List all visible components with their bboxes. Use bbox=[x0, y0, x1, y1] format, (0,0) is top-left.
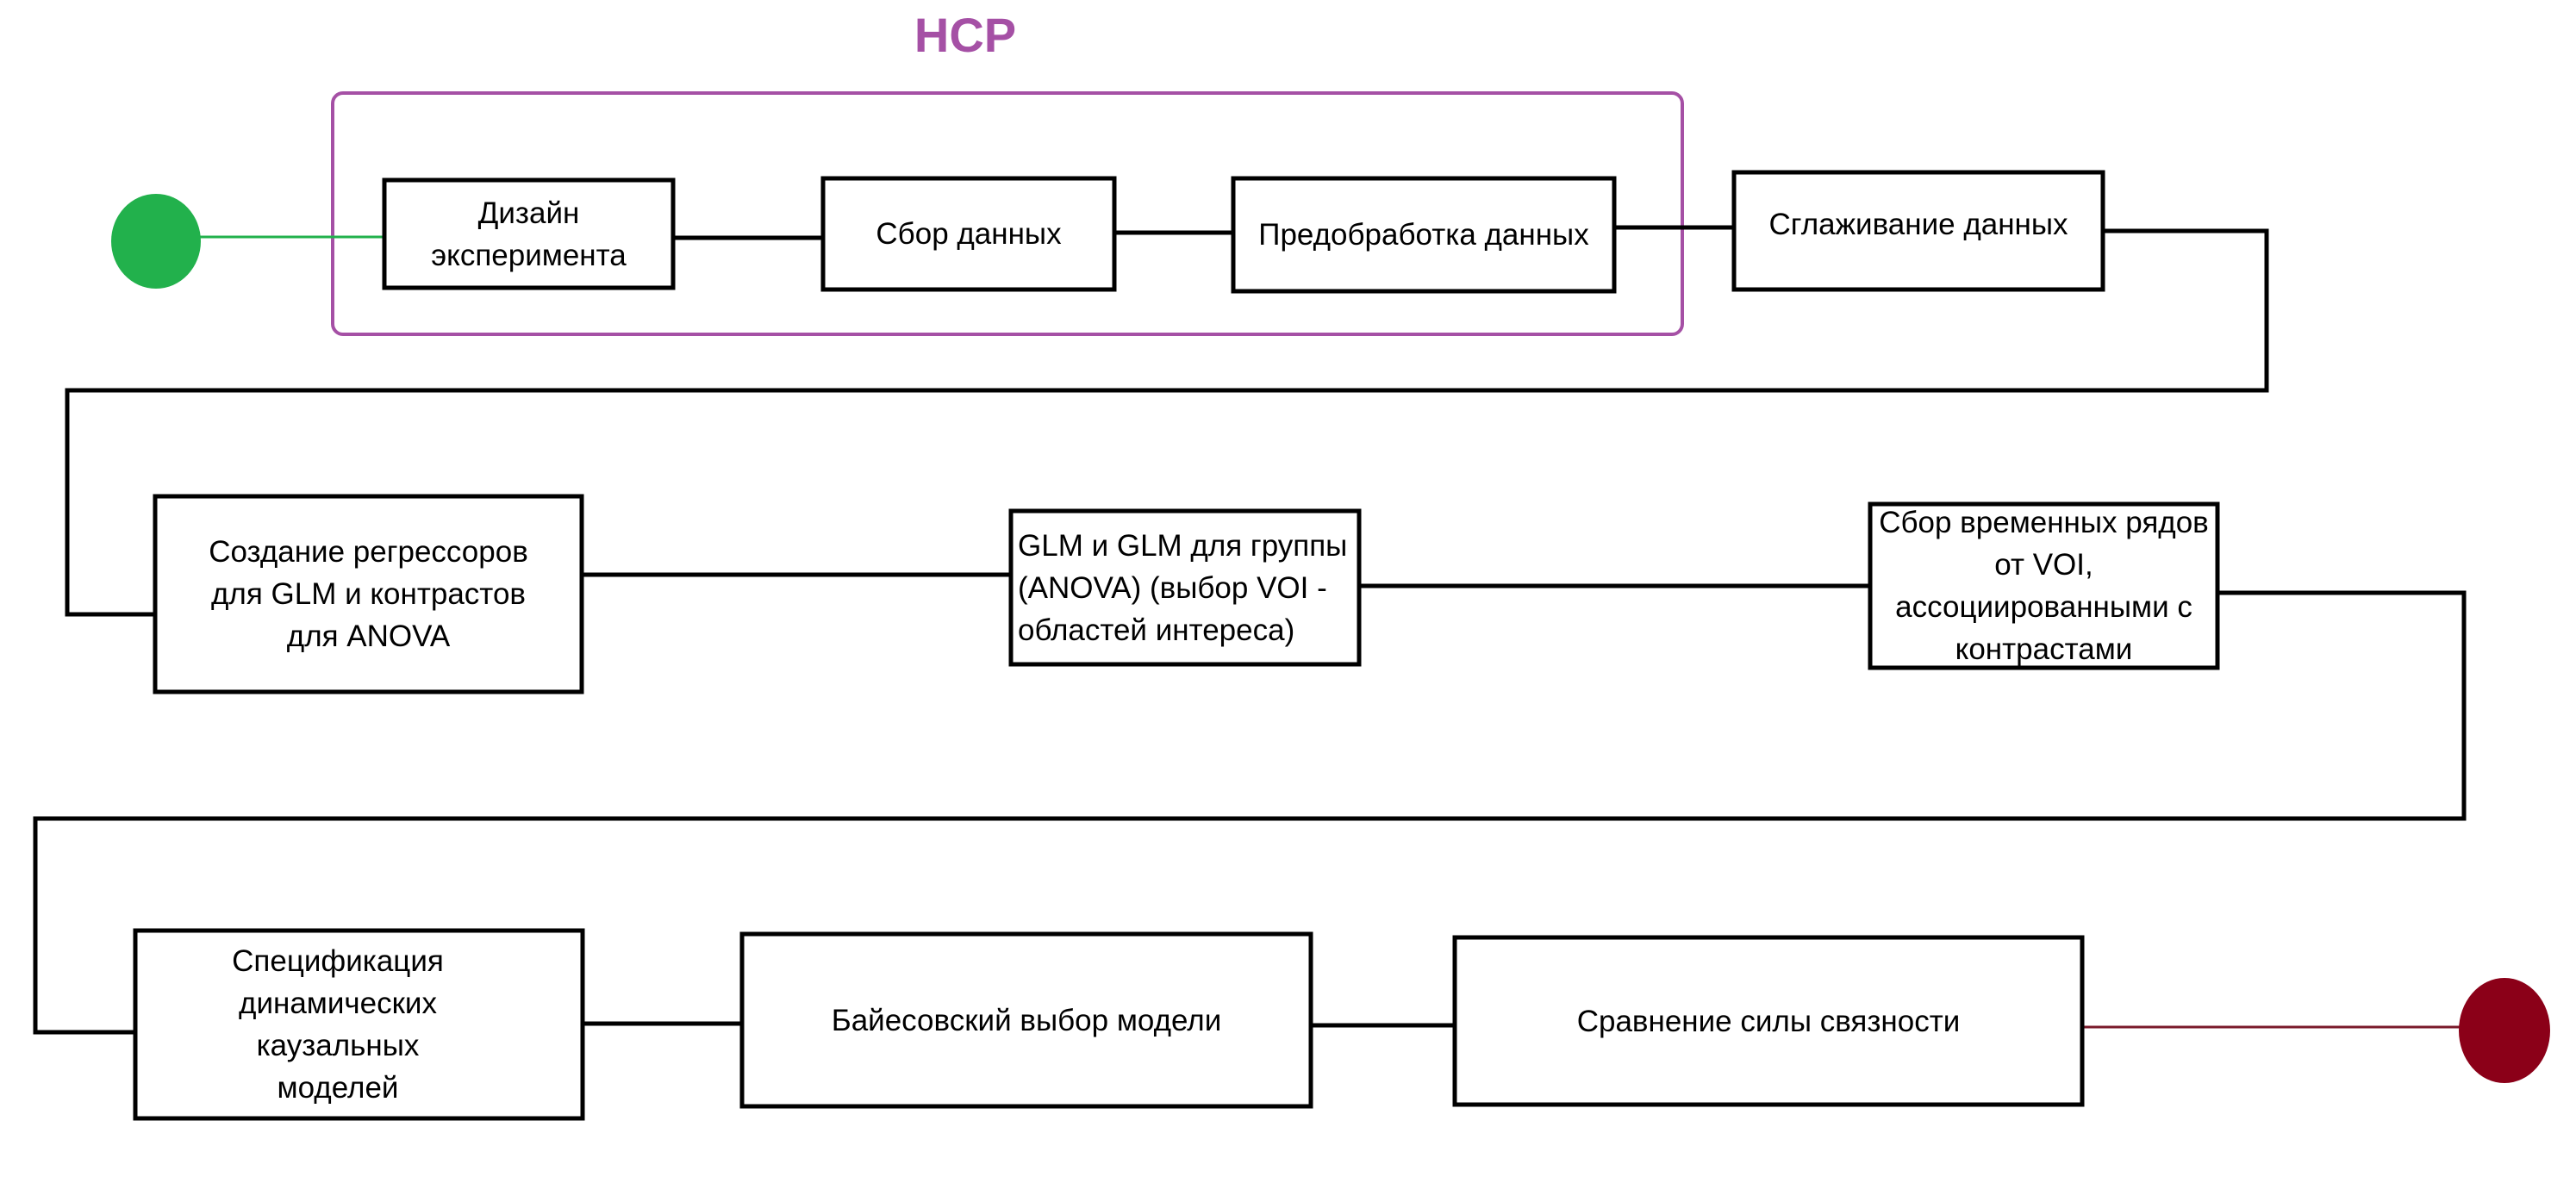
step-box-timeseries bbox=[1868, 501, 2220, 670]
step-label-glm: GLM и GLM для группы (ANOVA) (выбор VOI … bbox=[1018, 528, 1348, 647]
connector bbox=[65, 228, 2269, 617]
step-label-regressors: Создание регрессоров для GLM и контрасто… bbox=[209, 535, 528, 653]
step-label-collect: Сбор данных bbox=[876, 217, 1062, 251]
step-box-glm bbox=[1008, 508, 1362, 667]
connector bbox=[33, 590, 2467, 1035]
step-label-smooth: Сглаживание данных bbox=[1768, 207, 2068, 241]
step-label-compare: Сравнение силы связности bbox=[1576, 1004, 1961, 1038]
step-box-compare bbox=[1452, 935, 2085, 1107]
hcp-group-title: HCP bbox=[914, 8, 1017, 62]
step-box-smooth bbox=[1731, 170, 2105, 292]
step-label-preprocess: Предобработка данных bbox=[1258, 218, 1589, 252]
step-label-bayes: Байесовский выбор модели bbox=[831, 1003, 1222, 1037]
step-box-dcm bbox=[133, 928, 585, 1121]
step-label-timeseries: Сбор временных рядов от VOI, ассоциирова… bbox=[1879, 506, 2209, 666]
step-box-regressors bbox=[153, 494, 584, 694]
start-node bbox=[111, 194, 201, 289]
step-box-bayes bbox=[739, 931, 1313, 1109]
end-node bbox=[2459, 978, 2550, 1083]
step-label-dcm: Спецификация динамических каузальных мод… bbox=[232, 944, 444, 1105]
step-box-preprocess bbox=[1231, 176, 1617, 294]
hcp-group-frame bbox=[331, 91, 1684, 336]
step-box-collect bbox=[820, 176, 1117, 292]
step-box-design bbox=[382, 177, 676, 290]
step-label-design: Дизайн эксперимента bbox=[431, 196, 627, 272]
